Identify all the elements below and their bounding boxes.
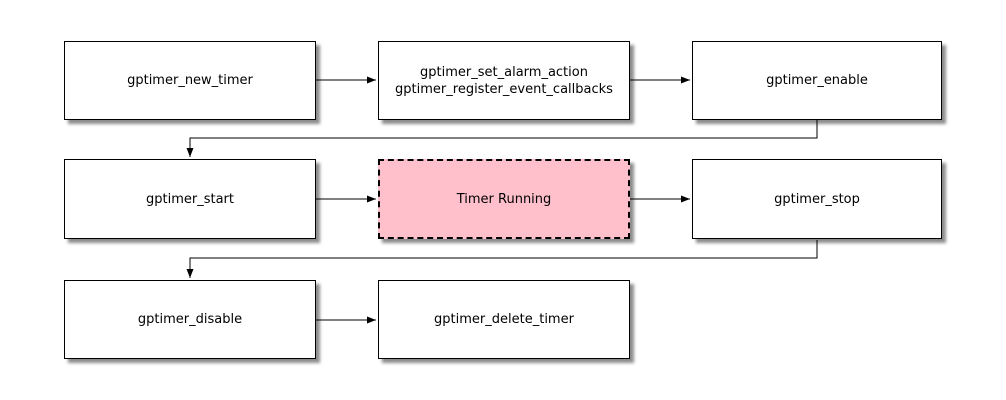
node-label: Timer Running bbox=[456, 191, 552, 207]
node-label: gptimer_start bbox=[146, 191, 234, 207]
node-label: gptimer_delete_timer bbox=[434, 312, 574, 327]
node-gptimer-enable: gptimer_enable bbox=[692, 41, 942, 120]
node-label: gptimer_new_timer bbox=[127, 73, 253, 88]
node-label: gptimer_stop bbox=[774, 191, 860, 207]
node-label-line1: gptimer_set_alarm_action bbox=[420, 64, 588, 80]
node-gptimer-stop: gptimer_stop bbox=[692, 159, 942, 239]
node-gptimer-start: gptimer_start bbox=[64, 159, 316, 239]
node-gptimer-delete-timer: gptimer_delete_timer bbox=[378, 280, 630, 359]
node-timer-running: Timer Running bbox=[378, 159, 630, 239]
node-label-line2: gptimer_register_event_callbacks bbox=[395, 81, 613, 97]
connector-stop-to-disable bbox=[186, 240, 818, 278]
node-gptimer-new-timer: gptimer_new_timer bbox=[64, 41, 316, 120]
node-gptimer-configure: gptimer_set_alarm_action gptimer_registe… bbox=[378, 41, 630, 120]
connector-enable-to-start bbox=[186, 120, 818, 157]
node-label: gptimer_disable bbox=[137, 312, 243, 327]
node-gptimer-disable: gptimer_disable bbox=[64, 280, 316, 359]
node-label: gptimer_enable bbox=[766, 73, 868, 88]
